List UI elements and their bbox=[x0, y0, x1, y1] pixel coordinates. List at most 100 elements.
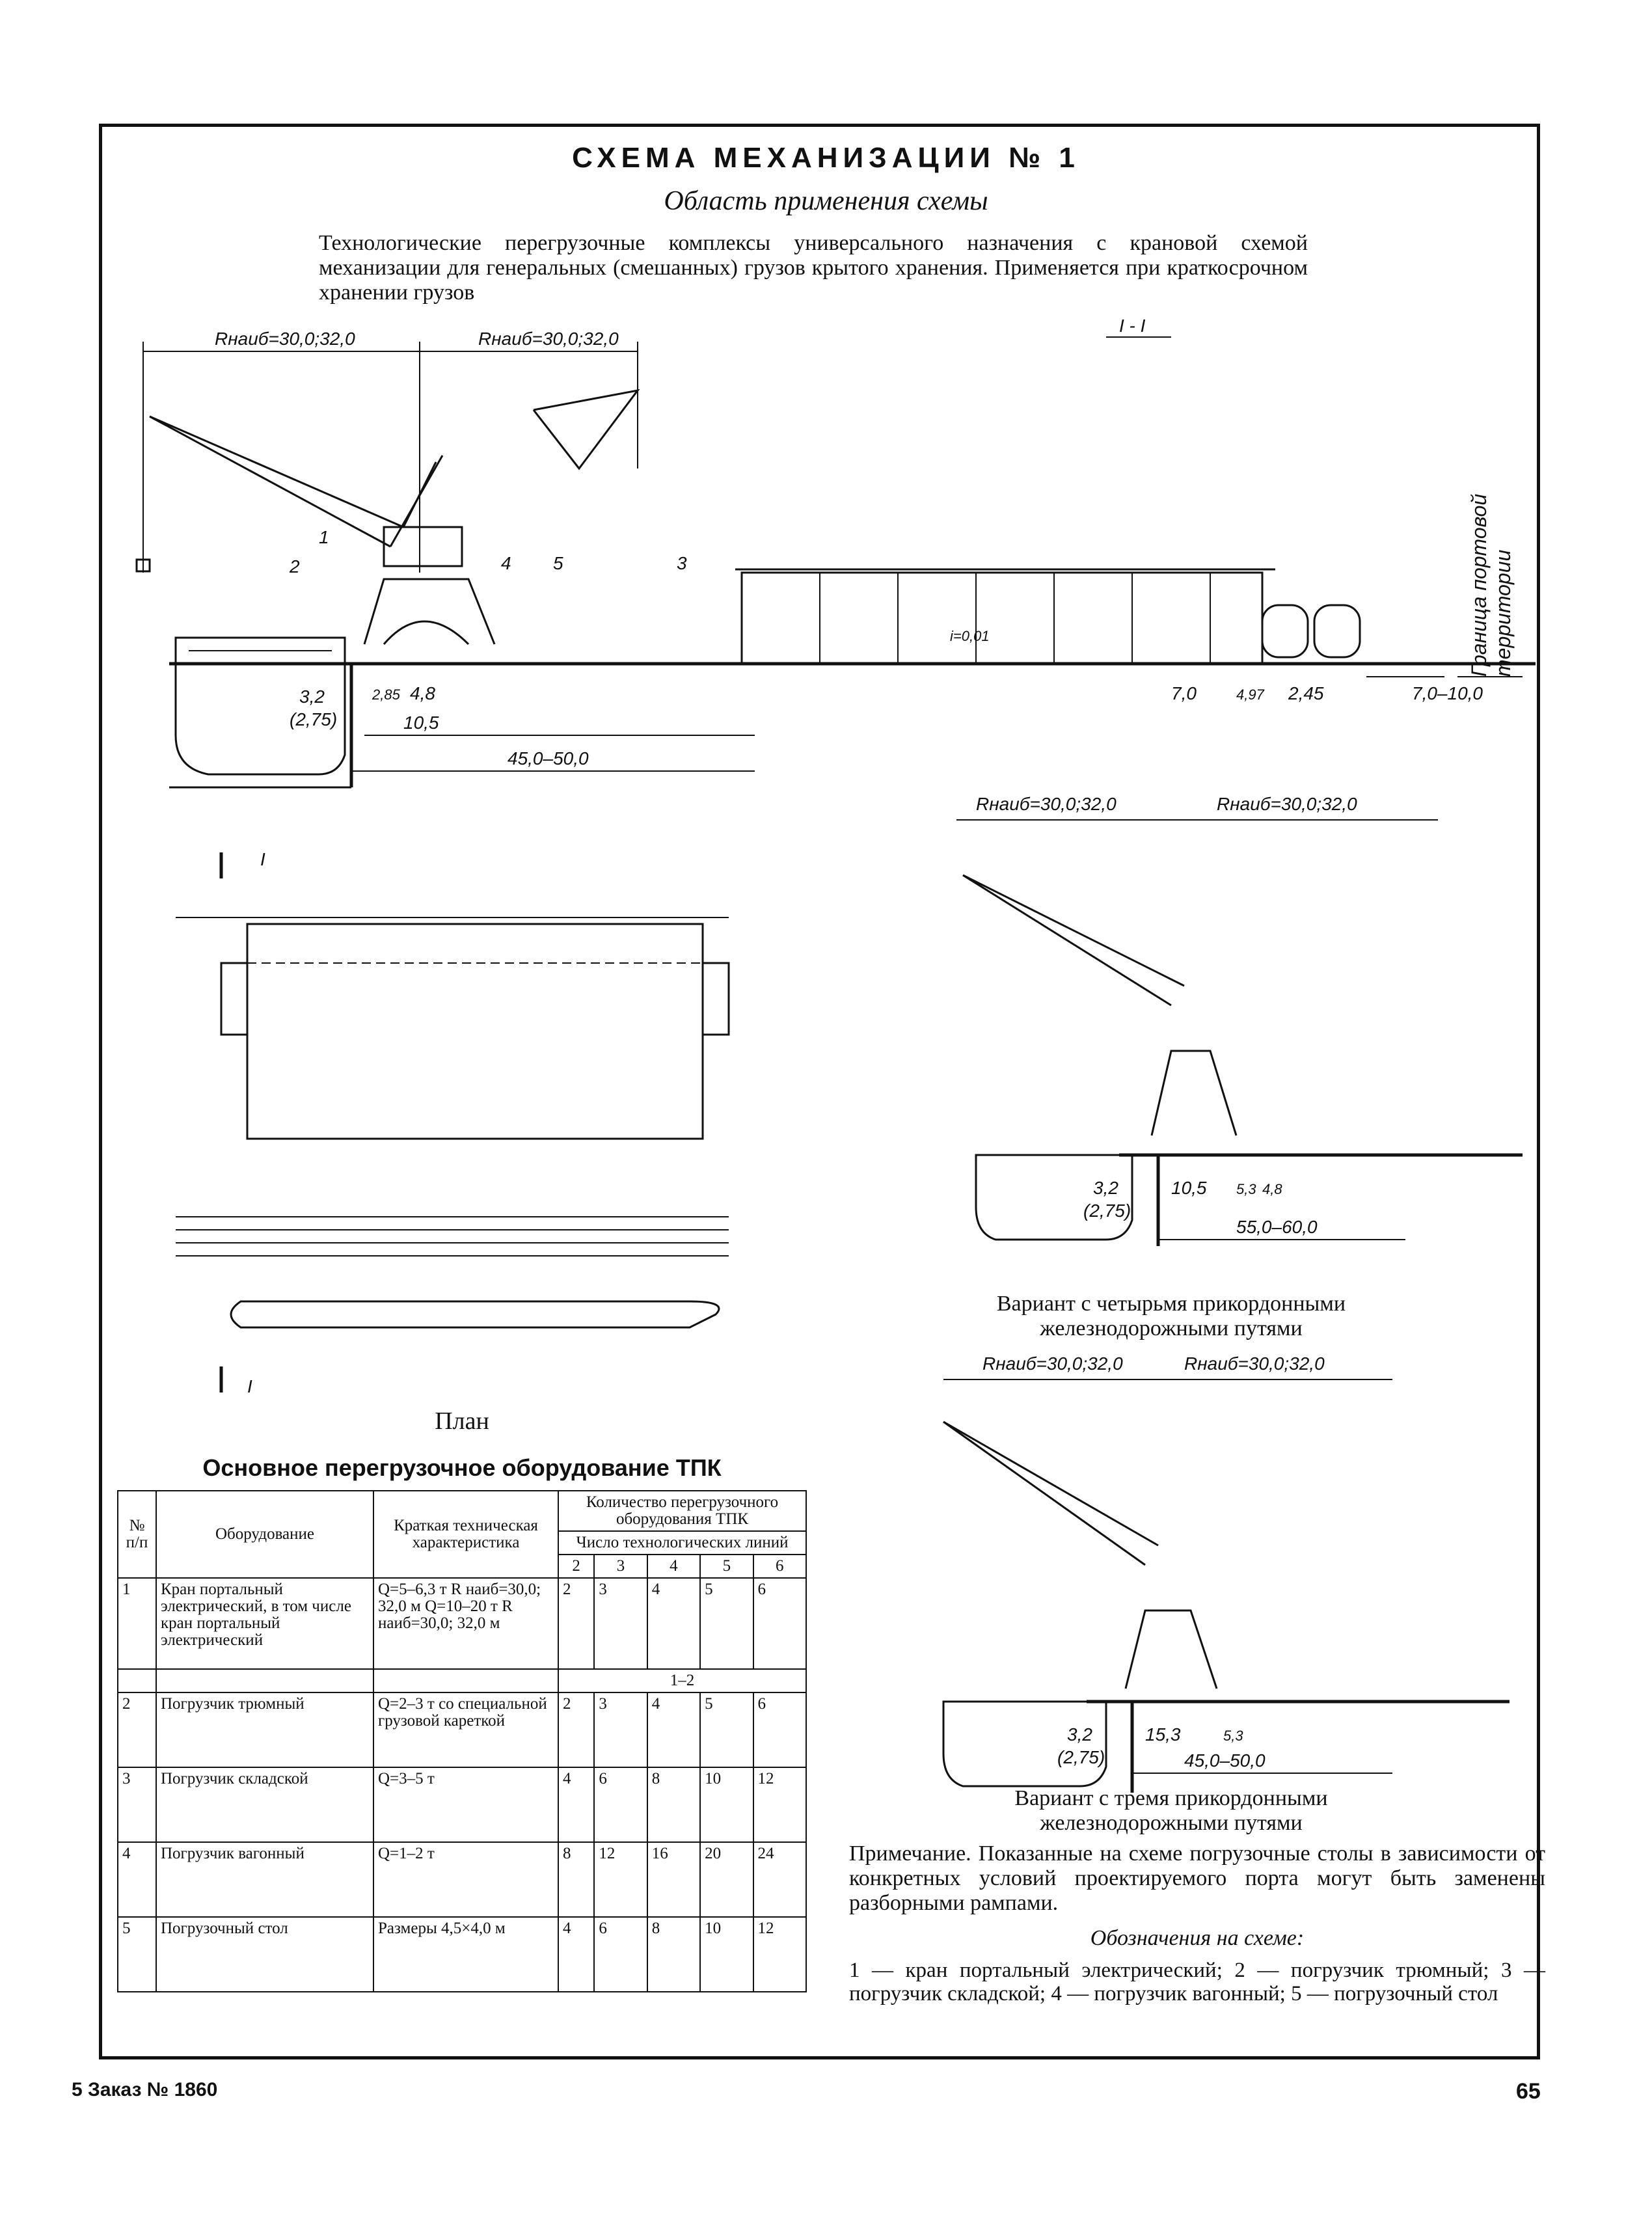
cell: 3 bbox=[593, 1692, 648, 1768]
radius-right-label: Rнаиб=30,0;32,0 bbox=[478, 329, 619, 349]
v4-dim-10-5: 10,5 bbox=[1171, 1178, 1207, 1198]
row-num: 1 bbox=[117, 1577, 157, 1670]
plan-cut-top: I bbox=[260, 849, 265, 869]
lines-5: 5 bbox=[699, 1554, 754, 1579]
variant4-drawing: Rнаиб=30,0;32,0 Rнаиб=30,0;32,0 3,2 (2,7… bbox=[956, 794, 1523, 1246]
cell: 5 bbox=[699, 1692, 754, 1768]
lines-6: 6 bbox=[752, 1554, 807, 1579]
note-paragraph: Примечание. Показанные на схеме погрузоч… bbox=[849, 1841, 1545, 1915]
col-qty-header: Количество перегрузочного оборудования Т… bbox=[558, 1490, 807, 1532]
legend-title: Обозначения на схеме: bbox=[1090, 1926, 1305, 1950]
callout-1: 1 bbox=[319, 527, 329, 547]
row-equip: Погрузчик складской bbox=[156, 1767, 374, 1843]
v4-dim-4-8: 4,8 bbox=[1262, 1181, 1282, 1197]
cell: 6 bbox=[752, 1577, 807, 1670]
row-extra-spacer bbox=[156, 1668, 374, 1693]
cell: 12 bbox=[752, 1916, 807, 1992]
row-extra-spacer bbox=[117, 1668, 157, 1693]
lines-2: 2 bbox=[557, 1554, 595, 1579]
row-num: 5 bbox=[117, 1916, 157, 1992]
equipment-table: № п/п Оборудование Краткая техническая х… bbox=[117, 1490, 807, 1992]
cell: 2 bbox=[557, 1692, 595, 1768]
variant3-drawing: Rнаиб=30,0;32,0 Rнаиб=30,0;32,0 3,2 (2,7… bbox=[942, 1353, 1510, 1793]
v4-dim-depth: 3,2 bbox=[1093, 1178, 1118, 1198]
row-char: Q=1–2 т bbox=[373, 1841, 559, 1918]
cell: 2 bbox=[557, 1577, 595, 1670]
table-row-extra: 1–2 bbox=[117, 1668, 807, 1693]
lines-3: 3 bbox=[593, 1554, 648, 1579]
dim-4-8: 4,8 bbox=[410, 683, 435, 703]
table-row: 4 Погрузчик вагонный Q=1–2 т 8 12 16 20 … bbox=[117, 1841, 807, 1918]
cell: 24 bbox=[752, 1841, 807, 1918]
callout-5: 5 bbox=[553, 553, 563, 573]
dim-2-85: 2,85 bbox=[372, 686, 401, 703]
cell: 10 bbox=[699, 1916, 754, 1992]
v3-dim-depth-alt: (2,75) bbox=[1057, 1747, 1105, 1767]
row-num: 2 bbox=[117, 1692, 157, 1768]
dim-4-97: 4,97 bbox=[1236, 686, 1265, 703]
v4-dim-depth-alt: (2,75) bbox=[1083, 1201, 1131, 1221]
cell: 5 bbox=[699, 1577, 754, 1670]
row-char: Размеры 4,5×4,0 м bbox=[373, 1916, 559, 1992]
cross-section-drawing: Rнаиб=30,0;32,0 Rнаиб=30,0;32,0 I - I i=… bbox=[135, 316, 1536, 789]
cell: 4 bbox=[646, 1577, 701, 1670]
cell: 6 bbox=[593, 1916, 648, 1992]
dim-2-45: 2,45 bbox=[1288, 683, 1324, 703]
row-num: 4 bbox=[117, 1841, 157, 1918]
row-char: Q=3–5 т bbox=[373, 1767, 559, 1843]
col-num-header: № п/п bbox=[117, 1490, 157, 1579]
page-frame bbox=[99, 124, 1540, 2059]
row-equip: Погрузчик вагонный bbox=[156, 1841, 374, 1918]
dim-7-0: 7,0 bbox=[1171, 683, 1197, 703]
v3-dim-45-50: 45,0–50,0 bbox=[1184, 1750, 1266, 1771]
variant4-caption: Вариант с четырьмя прикордонными железно… bbox=[996, 1292, 1346, 1340]
v3-radius-right: Rнаиб=30,0;32,0 bbox=[1184, 1353, 1325, 1374]
plan-caption: План bbox=[435, 1407, 489, 1435]
cell: 4 bbox=[557, 1916, 595, 1992]
dim-depth: 3,2 bbox=[299, 686, 325, 707]
cell: 6 bbox=[752, 1692, 807, 1768]
cell: 8 bbox=[646, 1767, 701, 1843]
table-row: 3 Погрузчик складской Q=3–5 т 4 6 8 10 1… bbox=[117, 1767, 807, 1843]
cell: 6 bbox=[593, 1767, 648, 1843]
cell: 12 bbox=[593, 1841, 648, 1918]
cell: 8 bbox=[646, 1916, 701, 1992]
lines-4: 4 bbox=[646, 1554, 701, 1579]
page-number: 65 bbox=[1516, 2079, 1541, 2104]
cell: 10 bbox=[699, 1767, 754, 1843]
table-row: 2 Погрузчик трюмный Q=2–3 т со специальн… bbox=[117, 1692, 807, 1768]
row-char: Q=2–3 т со специальной грузовой кареткой bbox=[373, 1692, 559, 1768]
cell: 4 bbox=[646, 1692, 701, 1768]
v3-dim-15-3: 15,3 bbox=[1145, 1724, 1181, 1745]
plan-drawing: I I bbox=[176, 849, 730, 1396]
table-row: 1 Кран портальный электрический, в том ч… bbox=[117, 1577, 807, 1670]
row-equip: Погрузчик трюмный bbox=[156, 1692, 374, 1768]
intro-paragraph: Технологические перегрузочные комплексы … bbox=[319, 231, 1308, 305]
cell: 8 bbox=[557, 1841, 595, 1918]
page-title: СХЕМА МЕХАНИЗАЦИИ № 1 bbox=[572, 142, 1080, 174]
footer-order: 5 Заказ № 1860 bbox=[72, 2079, 218, 2100]
row-extra-spacer bbox=[373, 1668, 559, 1693]
dim-depth-alt: (2,75) bbox=[290, 709, 337, 729]
row-num: 3 bbox=[117, 1767, 157, 1843]
page-subtitle: Область применения схемы bbox=[664, 186, 988, 216]
v3-dim-5-3: 5,3 bbox=[1223, 1728, 1243, 1744]
cell: 16 bbox=[646, 1841, 701, 1918]
table-row: 5 Погрузочный стол Размеры 4,5×4,0 м 4 6… bbox=[117, 1916, 807, 1992]
cell: 20 bbox=[699, 1841, 754, 1918]
v4-radius-right: Rнаиб=30,0;32,0 bbox=[1217, 794, 1357, 814]
col-char-header: Краткая техническая характеристика bbox=[373, 1490, 559, 1579]
dim-7-10: 7,0–10,0 bbox=[1412, 683, 1483, 703]
table-caption: Основное перегрузочное оборудование ТПК bbox=[202, 1454, 722, 1481]
callout-3: 3 bbox=[677, 553, 687, 573]
v4-dim-55-60: 55,0–60,0 bbox=[1236, 1217, 1318, 1237]
boundary-label: Граница портовой территории bbox=[1467, 493, 1515, 677]
row-equip: Кран портальный электрический, в том чис… bbox=[156, 1577, 374, 1670]
cell: 4 bbox=[557, 1767, 595, 1843]
cell: 12 bbox=[752, 1767, 807, 1843]
v3-radius-left: Rнаиб=30,0;32,0 bbox=[982, 1353, 1123, 1374]
col-lines-header: Число технологических линий bbox=[558, 1530, 807, 1555]
callout-2: 2 bbox=[289, 556, 300, 577]
v4-dim-5-3: 5,3 bbox=[1236, 1181, 1256, 1197]
callout-4: 4 bbox=[501, 553, 511, 573]
